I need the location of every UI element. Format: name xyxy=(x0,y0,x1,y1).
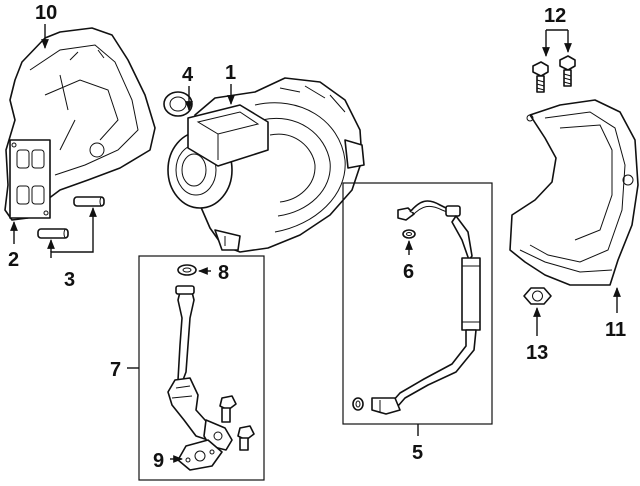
callout-7: 7 xyxy=(110,359,121,381)
turbo-heat-shield-left xyxy=(4,27,156,221)
nut-13 xyxy=(523,287,552,305)
callout-5: 5 xyxy=(412,442,423,464)
bolts-12 xyxy=(532,55,576,93)
callout-13: 13 xyxy=(526,342,548,364)
callout-10: 10 xyxy=(35,2,57,24)
callout-8: 8 xyxy=(218,262,229,284)
callout-9: 9 xyxy=(153,450,164,472)
callout-2: 2 xyxy=(8,249,19,271)
callout-1: 1 xyxy=(225,62,236,84)
callout-11: 11 xyxy=(605,319,626,341)
oil-return-line xyxy=(352,200,481,415)
callout-4: 4 xyxy=(182,64,194,86)
turbocharger-assembly xyxy=(163,77,365,253)
turbo-heat-shield-right xyxy=(509,99,639,286)
callout-6: 6 xyxy=(403,261,414,283)
callout-labels: 10 2 3 4 1 12 11 13 8 7 9 6 5 xyxy=(8,2,626,472)
leader-lines xyxy=(10,24,621,463)
oil-feed-line xyxy=(167,264,255,471)
callout-3: 3 xyxy=(64,269,75,291)
dowel-pins xyxy=(37,196,105,239)
callout-12: 12 xyxy=(544,5,566,27)
